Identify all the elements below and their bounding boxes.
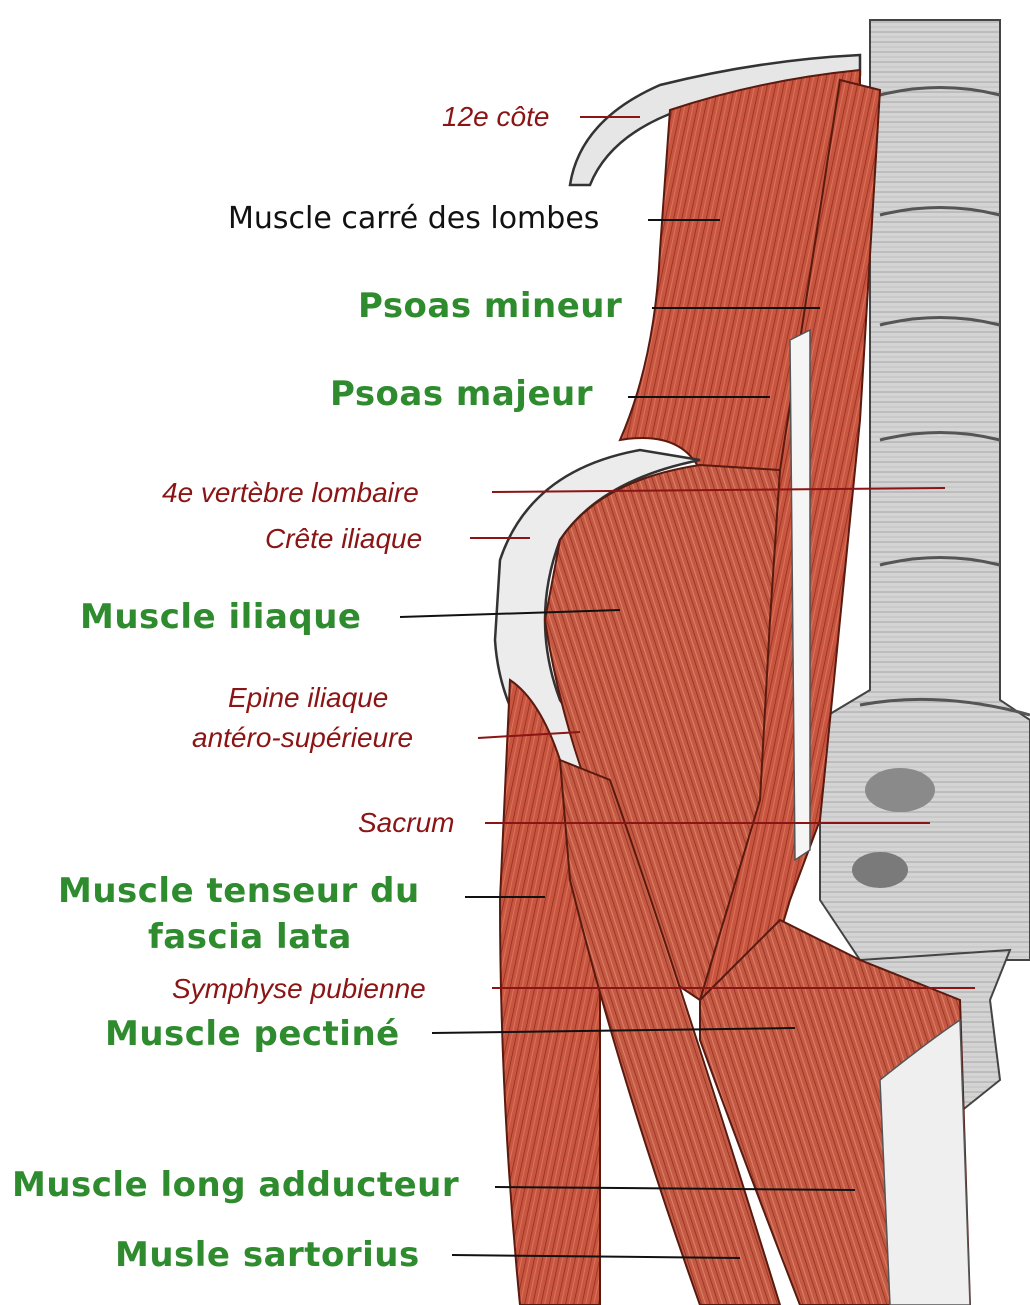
label-muscle-tenseur-line1: Muscle tenseur du: [58, 874, 420, 908]
label-12e-cote: 12e côte: [442, 103, 549, 131]
label-muscle-carre-des-lombes: Muscle carré des lombes: [228, 204, 599, 234]
label-muscle-tenseur-line2: fascia lata: [148, 920, 352, 954]
label-psoas-majeur: Psoas majeur: [330, 377, 593, 411]
label-muscle-pectine: Muscle pectiné: [105, 1017, 400, 1051]
label-epine-iliaque-line1: Epine iliaque: [228, 684, 388, 712]
label-4e-vertebre-lombaire: 4e vertèbre lombaire: [162, 479, 419, 507]
label-muscle-iliaque: Muscle iliaque: [80, 600, 362, 634]
label-psoas-mineur: Psoas mineur: [358, 289, 622, 323]
label-crete-iliaque: Crête iliaque: [265, 525, 422, 553]
label-epine-iliaque-line2: antéro-supérieure: [192, 724, 413, 752]
label-symphyse-pubienne: Symphyse pubienne: [172, 975, 426, 1003]
label-sacrum: Sacrum: [358, 809, 454, 837]
label-muscle-long-adducteur: Muscle long adducteur: [12, 1168, 459, 1202]
label-musle-sartorius: Musle sartorius: [115, 1238, 420, 1272]
